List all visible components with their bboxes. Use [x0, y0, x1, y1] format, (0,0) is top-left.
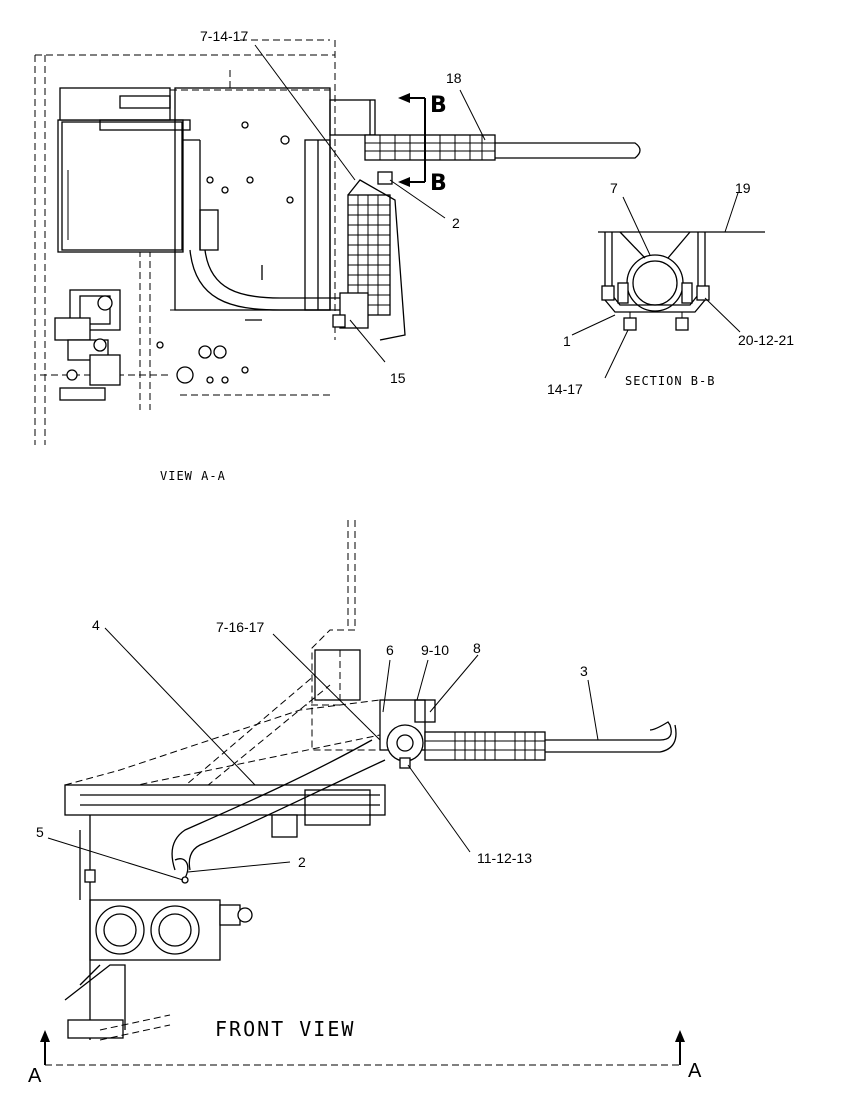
callout-8: 8 [473, 640, 481, 656]
section-marker-b-lower: B [430, 171, 447, 196]
callout-2-front: 2 [298, 854, 306, 870]
callout-14-17: 14-17 [547, 381, 583, 397]
callout-7-16-17-front: 7-16-17 [216, 619, 264, 635]
callout-6: 6 [386, 642, 394, 658]
section-b-b-caption: SECTION B-B [625, 374, 715, 388]
callout-15: 15 [390, 370, 406, 386]
callout-11-12-13: 11-12-13 [477, 850, 532, 866]
callout-5: 5 [36, 824, 44, 840]
section-b-b-drawing [571, 192, 765, 379]
front-view-drawing [40, 520, 685, 1066]
callout-3: 3 [580, 663, 588, 679]
callout-1: 1 [563, 333, 571, 349]
section-marker-b-upper: B [430, 93, 447, 118]
callout-18: 18 [446, 70, 462, 86]
callout-4: 4 [92, 617, 100, 633]
view-marker-a-right: A [688, 1060, 702, 1082]
callout-19: 19 [735, 180, 751, 196]
view-marker-a-left: A [28, 1065, 42, 1087]
callout-7-14-17-top: 7-14-17 [200, 28, 248, 44]
callout-7-section: 7 [610, 180, 618, 196]
top-view-drawing [34, 39, 641, 445]
view-a-a-caption: VIEW A-A [160, 469, 226, 483]
callout-9-10: 9-10 [421, 642, 449, 658]
callout-20-12-21: 20-12-21 [738, 332, 794, 348]
callout-2-top: 2 [452, 215, 460, 231]
front-view-caption: FRONT VIEW [215, 1017, 355, 1041]
